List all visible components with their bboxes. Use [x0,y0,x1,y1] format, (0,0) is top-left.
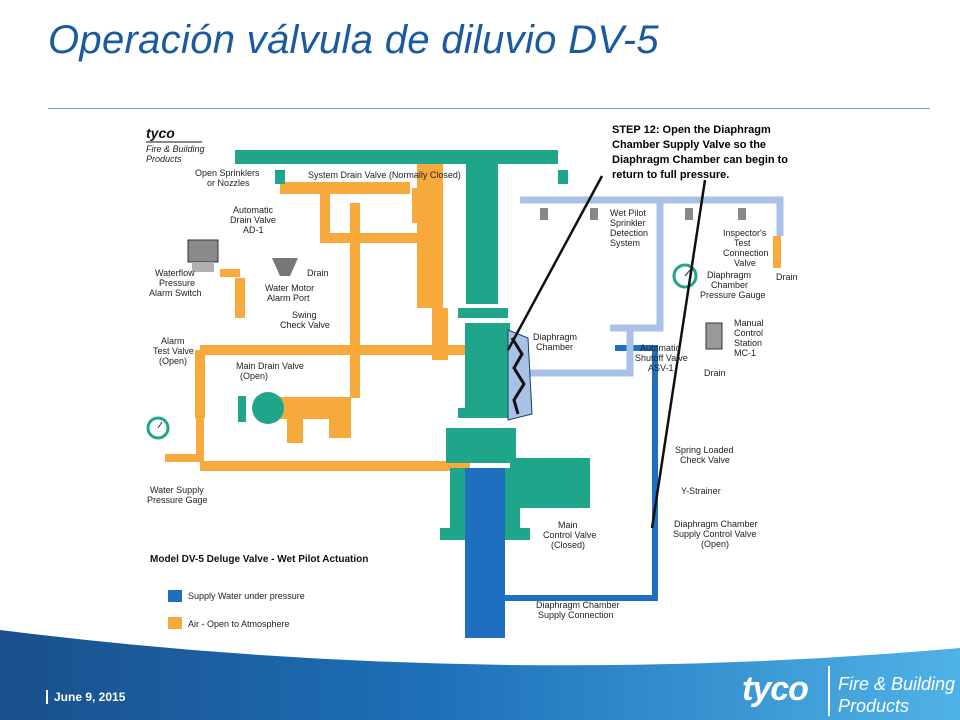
svg-text:Chamber: Chamber [711,280,748,290]
svg-text:Supply Connection: Supply Connection [538,610,614,620]
svg-text:Manual: Manual [734,318,764,328]
svg-text:Drain: Drain [307,268,329,278]
brand-line-2: Products [838,696,910,716]
svg-text:Drain: Drain [704,368,726,378]
svg-text:Valve: Valve [734,258,756,268]
svg-text:Diaphragm: Diaphragm [533,332,577,342]
svg-text:Sprinkler: Sprinkler [610,218,646,228]
svg-text:Wet Pilot: Wet Pilot [610,208,646,218]
brand-divider [828,666,830,716]
svg-text:Alarm Port: Alarm Port [267,293,310,303]
svg-text:System: System [610,238,640,248]
tyco-logo: tyco [742,670,809,708]
svg-text:(Open): (Open) [701,539,729,549]
svg-text:AD-1: AD-1 [243,225,264,235]
svg-text:Y-Strainer: Y-Strainer [681,486,721,496]
svg-text:Check Valve: Check Valve [280,320,330,330]
svg-text:Drain Valve: Drain Valve [230,215,276,225]
svg-text:return to full pressure.: return to full pressure. [612,169,729,181]
legend: Model DV-5 Deluge Valve - Wet Pilot Actu… [150,554,368,629]
manual-station [705,322,723,350]
step-pointer-lines [506,175,707,529]
pilot-system [518,196,784,377]
footer-date: June 9, 2015 [46,690,125,704]
svg-text:ASV-1: ASV-1 [648,363,674,373]
svg-text:Shutoff Valve: Shutoff Valve [635,353,688,363]
svg-text:Fire & Building: Fire & Building [146,144,205,154]
svg-text:Swing: Swing [292,310,317,320]
svg-text:Test: Test [734,238,751,248]
svg-text:Water Supply: Water Supply [150,485,204,495]
svg-text:Alarm Switch: Alarm Switch [149,288,202,298]
svg-text:Control Valve: Control Valve [543,530,596,540]
svg-text:Alarm: Alarm [161,336,185,346]
svg-text:Waterflow: Waterflow [155,268,195,278]
svg-text:Drain: Drain [776,272,798,282]
svg-text:Station: Station [734,338,762,348]
svg-text:Diaphragm Chamber: Diaphragm Chamber [674,519,758,529]
svg-text:Model DV-5 Deluge Valve - Wet: Model DV-5 Deluge Valve - Wet Pilot Actu… [150,554,368,565]
riser-green [235,150,590,540]
air-piping [165,158,781,471]
svg-text:Open Sprinklers: Open Sprinklers [195,168,260,178]
svg-text:Chamber: Chamber [536,342,573,352]
svg-text:System Drain Valve (Normally C: System Drain Valve (Normally Closed) [308,170,461,180]
supply-gage [146,416,170,440]
svg-text:Detection: Detection [610,228,648,238]
svg-text:Automatic: Automatic [233,205,274,215]
svg-text:Diaphragm: Diaphragm [707,270,751,280]
waterflow-switch [187,239,219,272]
svg-text:Check Valve: Check Valve [680,455,730,465]
svg-text:Inspector's: Inspector's [723,228,767,238]
svg-text:Main Drain Valve: Main Drain Valve [236,361,304,371]
svg-text:(Closed): (Closed) [551,540,585,550]
svg-text:(Open): (Open) [159,356,187,366]
title-rule [48,108,930,109]
svg-text:Test Valve: Test Valve [153,346,194,356]
svg-text:Main: Main [558,520,578,530]
svg-text:tyco: tyco [146,125,175,141]
sprinkler-heads [275,170,746,220]
svg-text:Pressure: Pressure [159,278,195,288]
deluge-valve-diagram: tyco Fire & Building Products [146,124,798,638]
svg-text:Pressure Gage: Pressure Gage [147,495,208,505]
svg-text:(Open): (Open) [240,371,268,381]
footer-band [0,630,960,720]
svg-text:Supply Water under pressure: Supply Water under pressure [188,591,305,601]
svg-text:Water Motor: Water Motor [265,283,314,293]
main-drain-valve [238,392,284,424]
svg-text:STEP 12: Open the Diaphragm: STEP 12: Open the Diaphragm [612,124,771,136]
svg-text:Diaphragm Chamber: Diaphragm Chamber [536,600,620,610]
svg-text:Automatic: Automatic [640,343,681,353]
svg-text:Connection: Connection [723,248,769,258]
supply-water [465,345,658,638]
legend-swatch-air [168,617,182,629]
diagram-labels: Open Sprinklers or Nozzles System Drain … [147,168,798,620]
svg-text:Diaphragm Chamber can begin to: Diaphragm Chamber can begin to [612,154,788,166]
svg-text:Supply Control Valve: Supply Control Valve [673,529,756,539]
water-motor-port [272,258,298,276]
svg-text:MC-1: MC-1 [734,348,756,358]
svg-text:Chamber Supply Valve so the: Chamber Supply Valve so the [612,139,766,151]
svg-text:Control: Control [734,328,763,338]
svg-text:or Nozzles: or Nozzles [207,178,250,188]
svg-text:Air - Open to Atmosphere: Air - Open to Atmosphere [188,619,290,629]
step-callout: STEP 12: Open the Diaphragm Chamber Supp… [612,124,788,181]
legend-swatch-supply [168,590,182,602]
svg-text:Pressure Gauge: Pressure Gauge [700,290,766,300]
brand-line-1: Fire & Building [838,674,956,694]
diagram-tyco-logo: tyco Fire & Building Products [146,125,205,164]
diaphragm-chamber [507,329,533,421]
svg-text:Spring Loaded: Spring Loaded [675,445,734,455]
svg-text:Products: Products [146,154,182,164]
page-title: Operación válvula de diluvio DV-5 [48,18,659,62]
